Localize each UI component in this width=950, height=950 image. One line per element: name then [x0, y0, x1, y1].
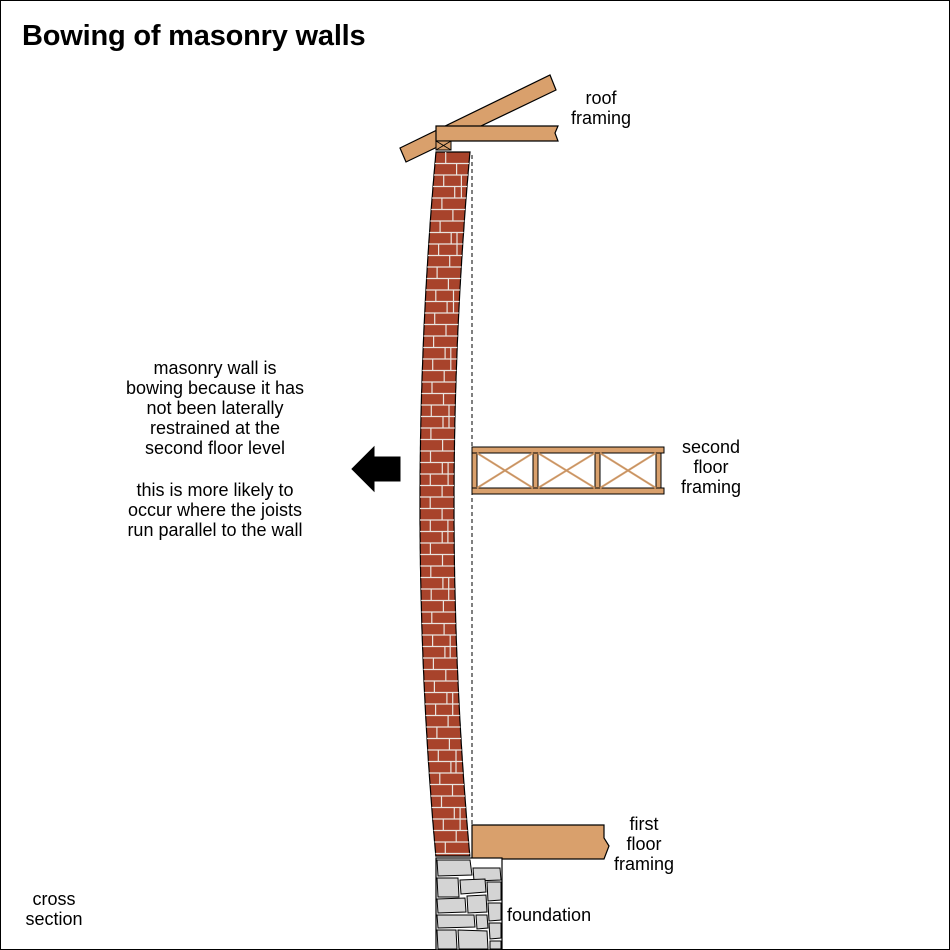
explanation-line: restrained at the — [149, 418, 281, 438]
explanation-line: not been laterally — [146, 398, 284, 418]
roof-ceiling-joist — [435, 125, 559, 142]
roof-framing-label: roof framing — [560, 88, 642, 128]
foundation-label: foundation — [507, 905, 592, 925]
note-line: this is more likely to — [136, 480, 294, 500]
first-floor-label-line3: framing — [613, 854, 675, 874]
explanation-line: second floor level — [144, 438, 286, 458]
joist-parallel-note: this is more likely to occur where the j… — [100, 480, 330, 540]
second-floor-label-line1: second — [681, 437, 741, 457]
second-floor-framing — [471, 446, 665, 495]
roof-framing — [399, 74, 559, 163]
first-floor-framing-label: first floor framing — [603, 814, 685, 874]
masonry-wall — [419, 151, 471, 857]
brick-wall-body — [419, 151, 471, 857]
roof-framing-label-line1: roof — [585, 88, 617, 108]
note-line: occur where the joists — [127, 500, 303, 520]
explanation-line: masonry wall is — [153, 358, 277, 378]
cross-section-label-line1: cross — [32, 889, 76, 909]
explanation-line: bowing because it has — [125, 378, 305, 398]
note-line: run parallel to the wall — [127, 520, 303, 540]
second-floor-label-line2: floor — [693, 457, 729, 477]
first-floor-label-line2: floor — [626, 834, 662, 854]
page-title: Bowing of masonry walls — [22, 20, 366, 52]
stone-foundation — [435, 857, 503, 950]
brick-mortar-lines — [420, 152, 470, 855]
first-floor-joist — [471, 824, 610, 860]
left-arrow-icon — [351, 445, 401, 493]
first-floor-label-line1: first — [629, 814, 659, 834]
bowing-explanation: masonry wall is bowing because it has no… — [100, 358, 330, 458]
roof-rafter — [399, 74, 557, 163]
second-floor-label-line3: framing — [680, 477, 742, 497]
second-floor-framing-label: second floor framing — [668, 437, 754, 497]
cross-section-label: cross section — [14, 889, 94, 929]
cross-section-label-line2: section — [25, 909, 83, 929]
roof-framing-label-line2: framing — [570, 108, 632, 128]
